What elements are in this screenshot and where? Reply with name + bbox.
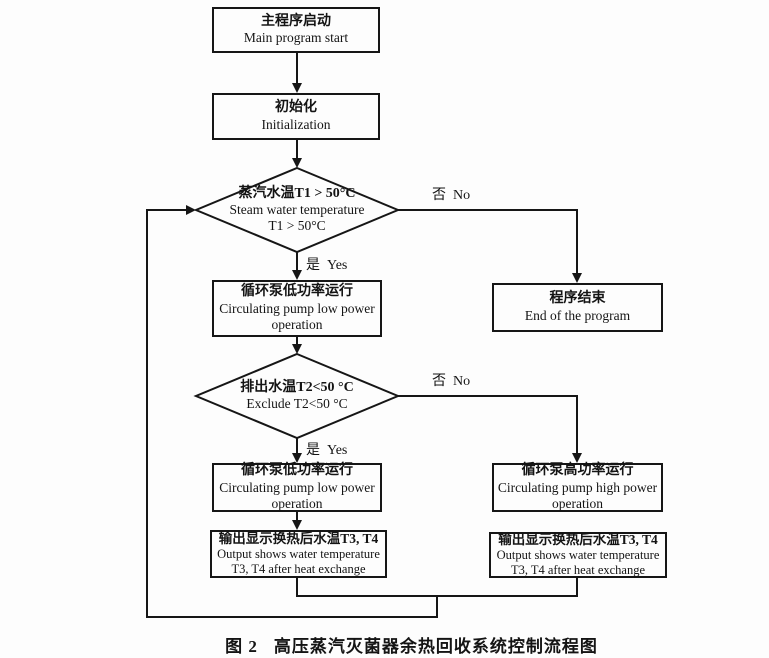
node-initialization: 初始化 Initialization bbox=[212, 93, 380, 140]
decision-t1-label-en1: Steam water temperature bbox=[229, 202, 365, 218]
decision-t1-label-zh: 蒸汽水温T1 > 50°C bbox=[238, 185, 356, 201]
node-pump-low-2: 循环泵低功率运行 Circulating pump low power oper… bbox=[212, 463, 382, 512]
node-decision-t2: 排出水温T2<50 °C Exclude T2<50 °C bbox=[197, 371, 397, 421]
arrowhead-start-init bbox=[292, 83, 302, 93]
pump-low-1-label-zh: 循环泵低功率运行 bbox=[241, 284, 353, 300]
pump-high-label-en2: operation bbox=[552, 495, 603, 511]
output-right-label-en2: T3, T4 after heat exchange bbox=[510, 562, 646, 577]
output-right-label-en1: Output shows water temperature bbox=[496, 548, 660, 563]
end-program-label-zh: 程序结束 bbox=[549, 291, 606, 307]
arrowhead-init-decision1 bbox=[292, 158, 302, 168]
output-left-label-zh: 输出显示换热后水温T3, T4 bbox=[218, 531, 379, 547]
init-label-en: Initialization bbox=[261, 116, 331, 132]
edge-label-no-t2: 否 No bbox=[432, 374, 471, 389]
figure-caption-title: 高压蒸汽灭菌器余热回收系统控制流程图 bbox=[273, 637, 598, 656]
main-start-label-zh: 主程序启动 bbox=[261, 13, 331, 29]
pump-low-2-label-zh: 循环泵低功率运行 bbox=[241, 463, 353, 479]
connector-loopback-to-decision1 bbox=[146, 209, 438, 618]
node-main-program-start: 主程序启动 Main program start bbox=[212, 7, 380, 53]
output-left-label-en1: Output shows water temperature bbox=[217, 547, 380, 562]
decision-t1-label-en2: T1 > 50°C bbox=[268, 218, 326, 234]
arrowhead-pumplow1-decision2 bbox=[292, 344, 302, 354]
output-left-label-en2: T3, T4 after heat exchange bbox=[231, 561, 366, 576]
arrowhead-decision2-pumphigh bbox=[572, 453, 582, 463]
decision-t2-label-zh: 排出水温T2<50 °C bbox=[240, 379, 354, 395]
decision-t2-label-en1: Exclude T2<50 °C bbox=[246, 396, 348, 412]
node-output-right: 输出显示换热后水温T3, T4 Output shows water tempe… bbox=[489, 532, 667, 578]
arrowhead-pumplow2-outputleft bbox=[292, 520, 302, 530]
edge-label-yes-t1: 是 Yes bbox=[306, 258, 348, 273]
pump-high-label-en1: Circulating pump high power bbox=[497, 479, 658, 495]
node-pump-high: 循环泵高功率运行 Circulating pump high power ope… bbox=[492, 463, 663, 512]
connector-decision1-end bbox=[398, 209, 578, 274]
figure-caption: 图 2 高压蒸汽灭菌器余热回收系统控制流程图 bbox=[54, 632, 769, 657]
edge-label-yes-t2: 是 Yes bbox=[306, 443, 348, 458]
pump-low-1-label-en1: Circulating pump low power bbox=[219, 300, 375, 316]
arrowhead-decision1-end bbox=[572, 273, 582, 283]
init-label-zh: 初始化 bbox=[275, 100, 317, 116]
edge-label-no-t1: 否 No bbox=[432, 188, 471, 203]
end-program-label-en: End of the program bbox=[524, 307, 631, 323]
node-pump-low-1: 循环泵低功率运行 Circulating pump low power oper… bbox=[212, 280, 382, 337]
main-start-label-en: Main program start bbox=[243, 30, 349, 46]
arrowhead-decision2-pumplow2 bbox=[292, 453, 302, 463]
pump-low-2-label-en1: Circulating pump low power bbox=[219, 479, 375, 495]
output-right-label-zh: 输出显示换热后水温T3, T4 bbox=[498, 532, 658, 548]
connector-decision2-pumphigh bbox=[398, 395, 578, 454]
arrowhead-decision1-pumplow1 bbox=[292, 270, 302, 280]
node-decision-t1: 蒸汽水温T1 > 50°C Steam water temperature T1… bbox=[197, 181, 397, 239]
node-end-program: 程序结束 End of the program bbox=[492, 283, 663, 332]
node-output-left: 输出显示换热后水温T3, T4 Output shows water tempe… bbox=[210, 530, 387, 578]
figure-caption-number: 图 2 bbox=[225, 637, 258, 656]
pump-low-2-label-en2: operation bbox=[271, 495, 323, 511]
pump-high-label-zh: 循环泵高功率运行 bbox=[521, 463, 634, 479]
arrowhead-loopback-decision1 bbox=[186, 205, 196, 215]
pump-low-1-label-en2: operation bbox=[271, 316, 323, 332]
